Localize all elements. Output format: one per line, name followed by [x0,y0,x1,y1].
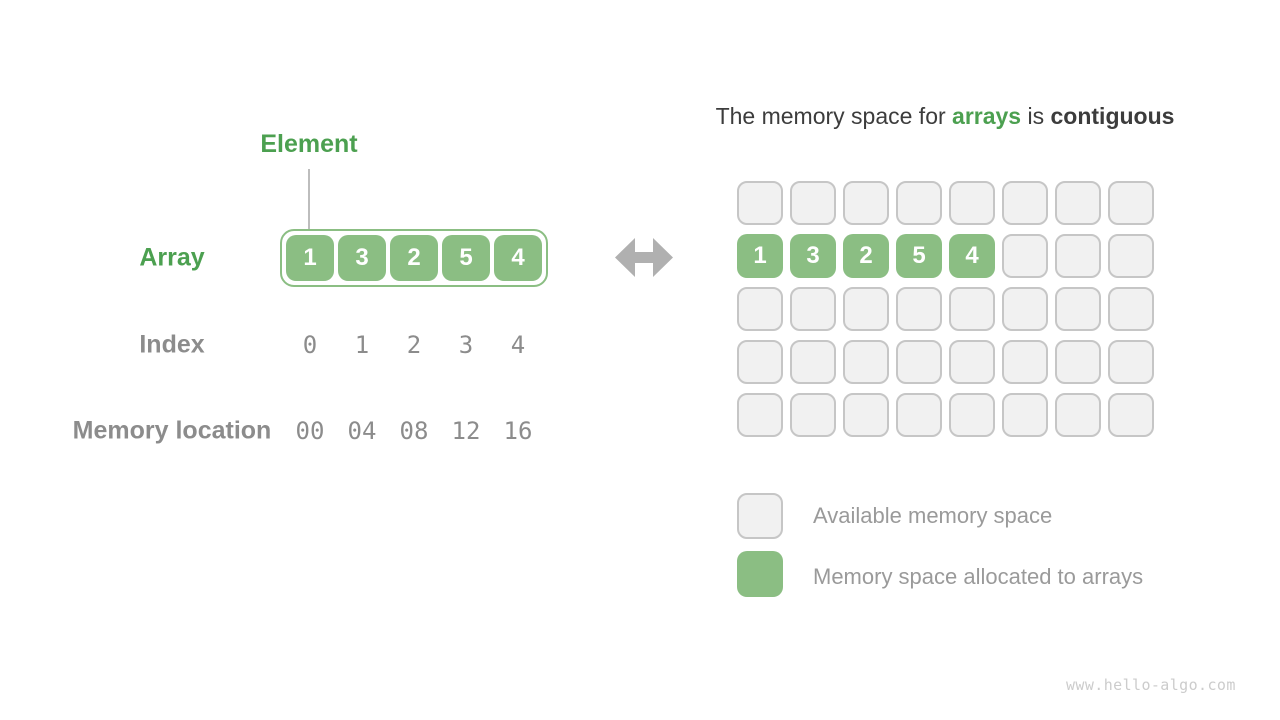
memory-cell-available [843,181,889,225]
memory-location-label: Memory location [72,416,272,445]
memory-cell-available [896,181,942,225]
legend-swatch-allocated [737,551,783,597]
title-text: The memory space for [715,103,953,129]
index-value: 2 [406,331,422,359]
memory-cell-available [1002,393,1048,437]
memory-cell-available [1108,393,1154,437]
memory-cell-available [1055,340,1101,384]
memory-cell-available [737,393,783,437]
index-value: 3 [458,331,474,359]
array-element-cell: 2 [390,235,438,281]
memory-cell-available [896,393,942,437]
element-connector-line [308,169,310,229]
title-contiguous-emphasis: contiguous [1050,103,1175,129]
memory-cell-available [1055,287,1101,331]
memory-location-value: 12 [451,417,481,445]
memory-location-value: 04 [347,417,377,445]
memory-cell-available [1108,234,1154,278]
memory-cell-available [1002,234,1048,278]
title-text-mid: is [1021,103,1051,129]
memory-cell-available [949,393,995,437]
array-element-cell: 1 [286,235,334,281]
watermark: www.hello-algo.com [1066,676,1236,694]
memory-title: The memory space for arrays is contiguou… [716,103,1175,130]
memory-cell-available [1055,393,1101,437]
memory-cell-available [1108,340,1154,384]
memory-cell-available [737,287,783,331]
memory-cell-available [790,181,836,225]
index-value: 0 [302,331,318,359]
memory-cell-available [737,181,783,225]
index-value: 4 [510,331,526,359]
array-element-cell: 3 [338,235,386,281]
memory-cell-available [843,287,889,331]
memory-cell-available [896,340,942,384]
index-row: 0 1 2 3 4 [286,331,542,359]
element-label: Element [260,130,358,158]
memory-cell-available [843,340,889,384]
memory-cell-available [1108,287,1154,331]
memory-cell-available [1055,181,1101,225]
memory-cell-allocated: 5 [896,234,942,278]
memory-cell-available [790,287,836,331]
memory-cell-allocated: 1 [737,234,783,278]
memory-cell-available [1002,340,1048,384]
memory-cell-available [843,393,889,437]
memory-cell-available [1108,181,1154,225]
memory-cell-available [949,340,995,384]
memory-cell-available [949,287,995,331]
memory-cell-allocated: 4 [949,234,995,278]
memory-location-row: 00 04 08 12 16 [286,417,542,445]
title-arrays-highlight: arrays [952,103,1022,129]
memory-cell-available [896,287,942,331]
array-element-cell: 5 [442,235,490,281]
memory-location-value: 16 [503,417,533,445]
memory-cell-available [790,340,836,384]
memory-cell-allocated: 3 [790,234,836,278]
index-value: 1 [354,331,370,359]
legend-label-available: Available memory space [813,503,1053,528]
legend-label-allocated: Memory space allocated to arrays [813,564,1144,589]
left-right-arrow-icon [615,238,673,277]
legend-swatch-available [737,493,783,539]
memory-cell-available [790,393,836,437]
memory-cell-allocated: 2 [843,234,889,278]
array-element-cell: 4 [494,235,542,281]
memory-location-value: 00 [295,417,325,445]
memory-cell-available [1002,287,1048,331]
index-label: Index [139,330,205,359]
memory-cell-available [737,340,783,384]
memory-cell-available [1055,234,1101,278]
array-label: Array [139,243,205,272]
memory-cell-available [949,181,995,225]
memory-cell-available [1002,181,1048,225]
memory-location-value: 08 [399,417,429,445]
